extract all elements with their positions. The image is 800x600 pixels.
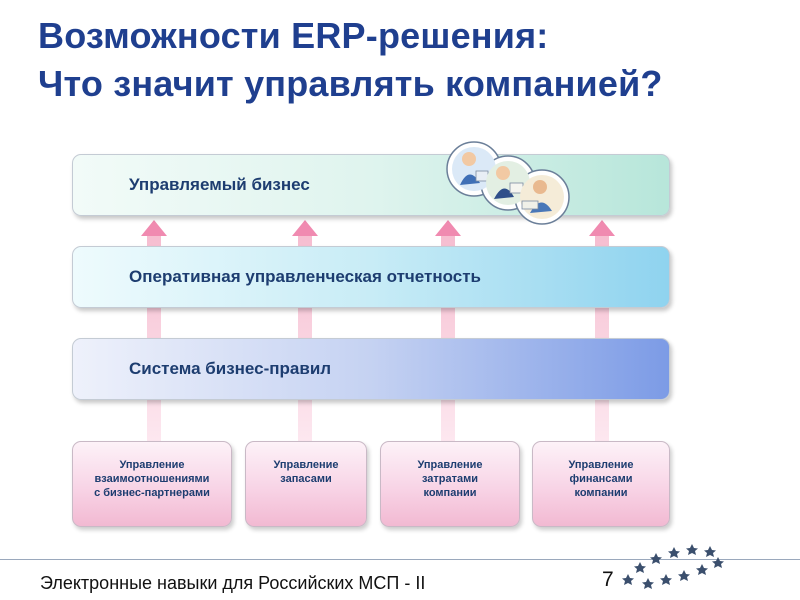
module-label: Управление затратами компании [417, 459, 483, 499]
module-finance: Управление финансами компании [532, 441, 670, 527]
layer-operational-reporting: Оперативная управленческая отчетность [72, 246, 670, 308]
layer-label: Система бизнес-правил [129, 359, 332, 378]
arrow-head-4 [589, 220, 615, 236]
module-costs: Управление затратами компании [380, 441, 520, 527]
layer-managed-business: Управляемый бизнес [72, 154, 670, 216]
page-title-line-2: Что значит управлять компанией? [38, 63, 663, 104]
arrow-head-1 [141, 220, 167, 236]
module-label: Управление запасами [273, 459, 339, 485]
module-business-partners: Управление взаимоотношениями с бизнес-па… [72, 441, 232, 527]
module-inventory: Управление запасами [245, 441, 367, 527]
eu-stars-icon [622, 544, 724, 589]
page-number: 7 [602, 568, 614, 591]
module-label: Управление финансами компании [568, 459, 634, 499]
arrow-head-2 [292, 220, 318, 236]
layer-business-rules: Система бизнес-правил [72, 338, 670, 400]
layer-label: Управляемый бизнес [129, 175, 310, 194]
module-label: Управление взаимоотношениями с бизнес-па… [94, 459, 210, 499]
people-icon [446, 141, 570, 225]
arrow-head-3 [435, 220, 461, 236]
page-title-line-1: Возможности ERP-решения: [38, 15, 549, 56]
page-title: Возможности ERP-решения: Что значит упра… [38, 12, 663, 108]
footer-divider [0, 559, 800, 560]
footer-text: Электронные навыки для Российских МСП - … [40, 573, 426, 593]
layer-label: Оперативная управленческая отчетность [129, 267, 481, 286]
